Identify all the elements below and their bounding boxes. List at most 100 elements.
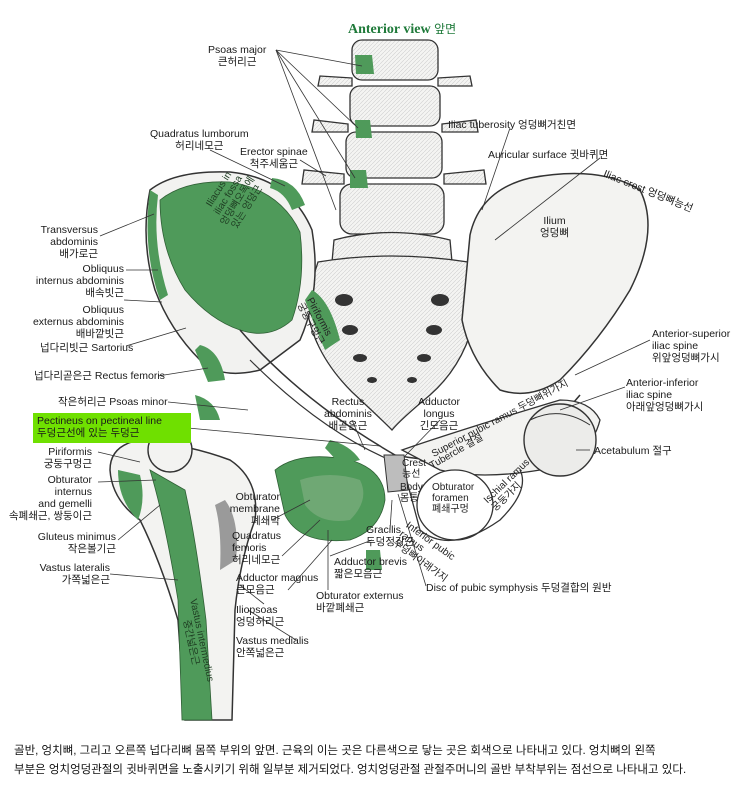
adductor-longus-ko: 긴모음근 <box>419 420 459 432</box>
vastus-lateralis-en: Vastus lateralis <box>39 562 110 574</box>
adductor-magnus-ko: 큰모음근 <box>236 584 275 596</box>
label-obliquus-internus: Obliquus internus abdominis 배속빗근 <box>14 263 124 299</box>
obliquus-externus-en1: Obliquus <box>82 304 124 316</box>
crest-en: Crest <box>402 458 426 469</box>
pubic-symphysis <box>383 454 409 493</box>
label-psoas-minor: 작은허리근 Psoas minor <box>58 396 168 408</box>
leader-lines <box>97 49 651 641</box>
label-rectus-abdominis: Rectus abdominis 배곧은근 <box>324 396 372 432</box>
label-erector-spinae: Erector spinae 척주세움근 <box>240 146 308 170</box>
label-vastus-medialis: Vastus medialis 안쪽넓은근 <box>236 635 309 659</box>
acetabulum <box>523 403 597 477</box>
figure-caption: 골반, 엉치뼈, 그리고 오른쪽 넙다리뼈 몸쪽 부위의 앞면. 근육의 이는 … <box>14 742 734 780</box>
aiis-en2: iliac spine <box>626 389 673 401</box>
piriformis-ko: 궁둥구멍근 <box>43 458 92 470</box>
erector-spinae-ko: 척주세움근 <box>249 158 298 170</box>
transversus-en1: Transversus <box>40 224 98 236</box>
gracilis-en: Gracilis <box>366 524 402 536</box>
piriformis-en: Piriformis <box>48 446 92 458</box>
aiis-en1: Anterior-inferior <box>626 377 699 389</box>
disc-pubic-symphysis-ko: 두덩결합의 원반 <box>540 582 612 594</box>
obturator-internus-en2: internus <box>54 486 92 498</box>
label-quadratus-lumborum: Quadratus lumborum 허리네모근 <box>150 128 249 152</box>
label-obturator-internus: Obturator internus and gemelli 속폐쇄근, 쌍둥이… <box>6 474 92 522</box>
label-gracilis: Gracilis 두덩정강근 <box>366 524 414 548</box>
quadratus-lumborum-en: Quadratus lumborum <box>150 128 249 140</box>
aiis-ko: 아래앞엉덩뼈가시 <box>626 401 704 413</box>
iliacus-origin <box>159 181 303 334</box>
quadratus-femoris-en1: Quadratus <box>232 530 282 542</box>
erector-spinae-en: Erector spinae <box>240 146 308 158</box>
gluteus-minimus-ko: 작은볼기근 <box>67 543 116 555</box>
auricular-surface-ko: 귓바퀴면 <box>569 149 609 161</box>
obturator-foramen-en1: Obturator <box>432 482 475 493</box>
adductor-longus-en2: longus <box>423 408 455 420</box>
label-gluteus-minimus: Gluteus minimus 작은볼기근 <box>12 531 116 555</box>
obturator-foramen-ko: 폐쇄구멍 <box>432 504 469 515</box>
asis-ko: 위앞엉덩뼈가시 <box>652 352 720 364</box>
obturator-externus-en: Obturator externus <box>316 590 404 602</box>
label-obturator-membrane: Obturator membrane 폐쇄막 <box>216 491 280 527</box>
caption-line-1: 골반, 엉치뼈, 그리고 오른쪽 넙다리뼈 몸쪽 부위의 앞면. 근육의 이는 … <box>14 745 656 757</box>
rectus-abdominis-ko: 배곧은근 <box>328 420 368 432</box>
pectineus-en: Pectineus on pectineal line <box>37 415 162 427</box>
obturator-membrane-en2: membrane <box>229 503 280 515</box>
label-body: Body 몸통 <box>400 482 423 504</box>
vastus-medialis-ko: 안쪽넓은근 <box>236 647 285 659</box>
psoas-minor-ko: 작은허리근 <box>58 396 107 408</box>
label-ilium: Ilium 엉덩뼈 <box>540 215 569 239</box>
caption-line-2: 부분은 엉치엉덩관절의 귓바퀴면을 노출시키기 위해 일부분 제거되었다. 엉치… <box>14 764 687 776</box>
iliac-tuberosity-en: Iliac tuberosity <box>448 119 516 131</box>
label-rectus-femoris: 넙다리곧은근 Rectus femoris <box>34 370 165 382</box>
gracilis-ko: 두덩정강근 <box>366 536 415 548</box>
obliquus-externus-en2: externus abdominis <box>32 316 124 328</box>
lumbar-vertebrae <box>301 39 487 271</box>
gluteus-minimus-en: Gluteus minimus <box>37 531 116 543</box>
label-vastus-lateralis: Vastus lateralis 가쪽넓은근 <box>12 562 110 586</box>
transversus-ko: 배가로근 <box>59 248 98 260</box>
obturator-internus-ko: 속폐쇄근, 쌍둥이근 <box>8 510 92 522</box>
quadratus-lumborum-ko: 허리네모근 <box>175 140 224 152</box>
crest-ko: 능선 <box>402 469 421 480</box>
body-ko: 몸통 <box>400 493 419 504</box>
obliquus-externus-ko: 배바깥빗근 <box>75 328 124 340</box>
label-psoas-major: Psoas major 큰허리근 <box>208 44 266 68</box>
label-transversus-abdominis: Transversus abdominis 배가로근 <box>38 224 98 260</box>
rectus-abdominis-en2: abdominis <box>324 408 372 420</box>
acetabulum-en: Acetabulum <box>594 445 650 457</box>
obliquus-internus-en1: Obliquus <box>82 263 124 275</box>
body-en: Body <box>400 482 423 493</box>
obliquus-internus-en2: internus abdominis <box>35 275 124 287</box>
obturator-externus-ko: 바깥폐쇄근 <box>316 602 365 614</box>
sartorius-en: Sartorius <box>91 342 134 354</box>
label-disc-pubic-symphysis: Disc of pubic symphysis 두덩결합의 원반 <box>426 582 612 594</box>
label-piriformis: Piriformis 궁둥구멍근 <box>20 446 92 470</box>
diagram-title: Anterior view 앞면 <box>348 20 456 38</box>
obliquus-internus-ko: 배속빗근 <box>85 287 124 299</box>
obturator-membrane-ko: 폐쇄막 <box>251 515 280 527</box>
asis-en2: iliac spine <box>652 340 699 352</box>
label-obturator-externus: Obturator externus 바깥폐쇄근 <box>316 590 404 614</box>
quadratus-femoris-en2: femoris <box>232 542 267 554</box>
pectineus-highlight-box: Pectineus on pectineal line 두덩근선에 있는 두덩근 <box>33 413 191 443</box>
iliopsoas-ko: 엉덩허리근 <box>236 616 285 628</box>
psoas-major-ko: 큰허리근 <box>217 56 257 68</box>
psoas-major-en: Psoas major <box>208 44 267 56</box>
pectineus-ko: 두덩근선에 있는 두덩근 <box>37 427 140 439</box>
label-auricular-surface: Auricular surface 귓바퀴면 <box>488 149 608 161</box>
obturator-membrane-en1: Obturator <box>235 491 280 503</box>
label-obliquus-externus: Obliquus externus abdominis 배바깥빗근 <box>14 304 124 340</box>
label-aiis: Anterior-inferior iliac spine 아래앞엉덩뼈가시 <box>626 377 703 413</box>
obturator-internus-en3: and gemelli <box>38 498 92 510</box>
label-obturator-foramen: Obturator foramen 폐쇄구멍 <box>432 482 474 515</box>
label-quadratus-femoris: Quadratus femoris 허리네모근 <box>232 530 281 566</box>
asis-en1: Anterior-superior <box>652 328 731 340</box>
title-ko: 앞면 <box>434 22 457 36</box>
psoas-minor-en: Psoas minor <box>109 396 168 408</box>
rectus-femoris-ko: 넙다리곧은근 <box>34 370 92 382</box>
sartorius-ko: 넙다리빗근 <box>40 342 89 354</box>
label-acetabulum: Acetabulum 절구 <box>594 445 672 457</box>
adductor-magnus-en: Adductor magnus <box>236 572 319 584</box>
label-adductor-longus: Adductor longus 긴모음근 <box>418 396 460 432</box>
title-en: Anterior view <box>348 22 431 37</box>
